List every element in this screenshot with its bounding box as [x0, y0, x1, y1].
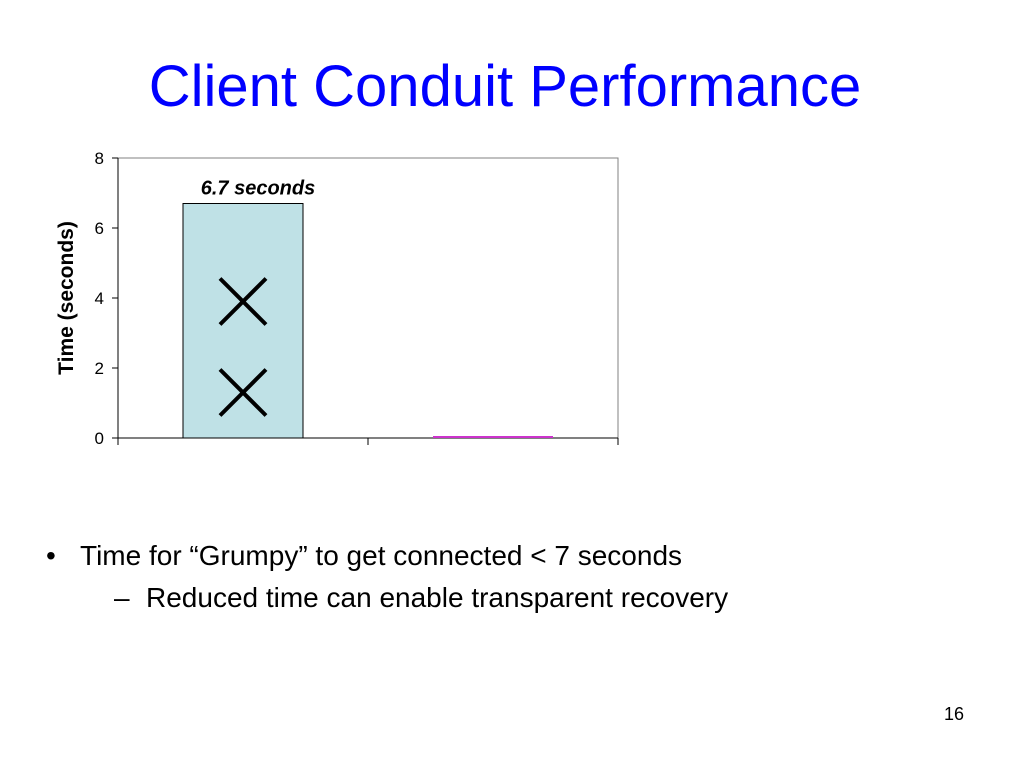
y-tick-label: 4: [95, 289, 104, 308]
cross-mark: [218, 277, 268, 326]
bar: [182, 203, 304, 439]
bullet-list: • Time for “Grumpy” to get connected < 7…: [46, 536, 946, 620]
y-tick-label: 2: [95, 359, 104, 378]
y-tick-label: 6: [95, 219, 104, 238]
bullet-text: Time for “Grumpy” to get connected < 7 s…: [80, 540, 683, 571]
slide-title: Client Conduit Performance: [148, 54, 862, 119]
y-axis-label: Time (seconds): [55, 221, 78, 375]
bar: [433, 436, 553, 438]
cross-mark: [218, 368, 268, 417]
cross-stroke: [218, 368, 268, 417]
sub-bullet-marker: –: [114, 582, 130, 613]
y-tick-label: 8: [95, 149, 104, 168]
bar-annotation: 6.7 seconds: [201, 178, 316, 200]
page-number: 16: [943, 704, 964, 724]
bullet-marker: •: [46, 540, 56, 571]
sub-bullet-text: Reduced time can enable transparent reco…: [146, 582, 729, 613]
bullet-item: • Time for “Grumpy” to get connected < 7…: [46, 536, 946, 576]
sub-bullet-item: – Reduced time can enable transparent re…: [46, 576, 946, 620]
cross-stroke: [218, 277, 268, 326]
y-tick-label: 0: [95, 429, 104, 448]
